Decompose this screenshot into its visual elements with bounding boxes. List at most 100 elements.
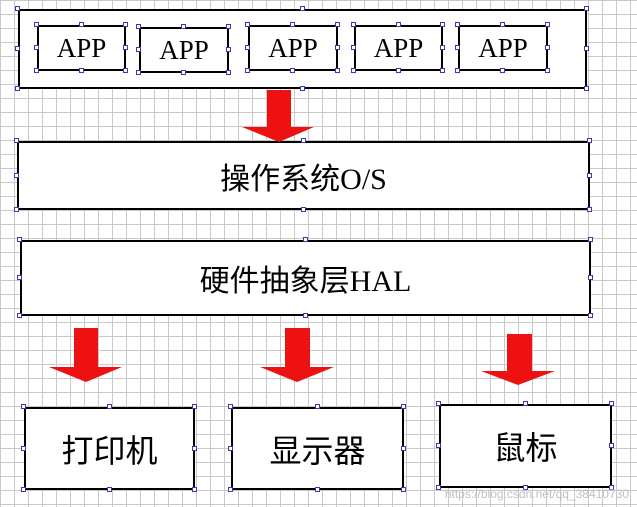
selection-handle: [401, 445, 406, 451]
selection-handle: [123, 45, 128, 50]
app-label-3: APP: [268, 32, 318, 63]
selection-handle: [545, 45, 550, 50]
selection-handle: [335, 22, 340, 27]
selection-handle: [17, 275, 22, 280]
app-label-5: APP: [478, 32, 528, 63]
hal-layer-label: 硬件抽象层HAL: [199, 265, 412, 298]
selection-handle: [436, 485, 441, 490]
selection-handle: [15, 46, 20, 51]
selection-handle: [228, 445, 233, 451]
selection-handle: [192, 487, 197, 492]
selection-handle: [588, 237, 593, 242]
selection-handle: [34, 68, 39, 73]
selection-handle: [136, 70, 141, 75]
selection-handle: [21, 445, 26, 451]
selection-handle: [609, 443, 614, 448]
arrow-hal-to-display: [260, 328, 334, 382]
selection-handle: [314, 404, 320, 409]
selection-handle: [302, 313, 308, 318]
selection-handle: [395, 22, 401, 27]
selection-handle: [226, 70, 231, 75]
selection-handle: [34, 22, 39, 27]
selection-handle: [588, 313, 593, 318]
selection-handle: [609, 485, 614, 490]
display-label: 显示器: [269, 432, 366, 469]
selection-handle: [136, 24, 141, 29]
printer-box: 打印机: [24, 407, 195, 490]
printer-label: 打印机: [61, 432, 158, 469]
selection-handle: [545, 68, 550, 73]
selection-handle: [440, 22, 445, 27]
selection-handle: [455, 45, 460, 50]
selection-handle: [228, 487, 233, 492]
selection-handle: [245, 22, 250, 27]
selection-handle: [245, 68, 250, 73]
selection-handle: [14, 172, 19, 178]
selection-handle: [15, 86, 20, 91]
selection-handle: [314, 487, 320, 492]
selection-handle: [395, 68, 401, 73]
selection-handle: [440, 45, 445, 50]
selection-handle: [290, 22, 295, 27]
mouse-label: 鼠标: [493, 430, 558, 466]
selection-handle: [300, 138, 306, 143]
selection-handle: [436, 401, 441, 406]
selection-handle: [522, 485, 528, 490]
selection-handle: [587, 172, 592, 178]
selection-handle: [181, 70, 186, 75]
selection-handle: [500, 22, 505, 27]
selection-handle: [34, 45, 39, 50]
os-layer-label: 操作系统O/S: [220, 162, 387, 196]
selection-handle: [587, 207, 592, 212]
selection-handle: [123, 68, 128, 73]
selection-handle: [351, 68, 356, 73]
selection-handle: [455, 22, 460, 27]
arrow-hal-to-printer: [49, 328, 122, 382]
watermark: https://blog.csdn.net/qq_38410730: [444, 487, 629, 501]
selection-handle: [181, 24, 186, 29]
selection-handle: [335, 68, 340, 73]
selection-handle: [136, 47, 141, 52]
selection-handle: [299, 86, 305, 91]
selection-handle: [226, 24, 231, 29]
selection-handle: [401, 404, 406, 409]
selection-handle: [584, 6, 589, 11]
selection-handle: [14, 138, 19, 143]
selection-handle: [351, 22, 356, 27]
selection-handle: [584, 86, 589, 91]
selection-handle: [455, 68, 460, 73]
display-box: 显示器: [231, 407, 404, 490]
selection-handle: [78, 22, 84, 27]
selection-handle: [299, 6, 305, 11]
selection-handle: [609, 401, 614, 406]
selection-handle: [436, 443, 441, 448]
selection-handle: [440, 68, 445, 73]
selection-handle: [21, 404, 26, 409]
selection-handle: [351, 45, 356, 50]
selection-handle: [15, 6, 20, 11]
selection-handle: [192, 404, 197, 409]
selection-handle: [500, 68, 505, 73]
selection-handle: [192, 445, 197, 451]
selection-handle: [584, 46, 589, 51]
selection-handle: [335, 45, 340, 50]
app-box-2: APP: [139, 27, 229, 73]
selection-handle: [587, 138, 592, 143]
selection-handle: [545, 22, 550, 27]
selection-handle: [228, 404, 233, 409]
selection-handle: [21, 487, 26, 492]
selection-handle: [302, 237, 308, 242]
selection-handle: [588, 275, 593, 280]
selection-handle: [290, 68, 295, 73]
arrow-app-to-os: [242, 90, 314, 142]
app-label-1: APP: [56, 32, 107, 63]
selection-handle: [522, 401, 528, 406]
selection-handle: [106, 404, 112, 409]
app-label-2: APP: [159, 34, 209, 65]
selection-handle: [17, 237, 22, 242]
selection-handle: [226, 47, 231, 52]
app-box-1: APP: [37, 25, 126, 71]
selection-handle: [300, 207, 306, 212]
selection-handle: [123, 22, 128, 27]
